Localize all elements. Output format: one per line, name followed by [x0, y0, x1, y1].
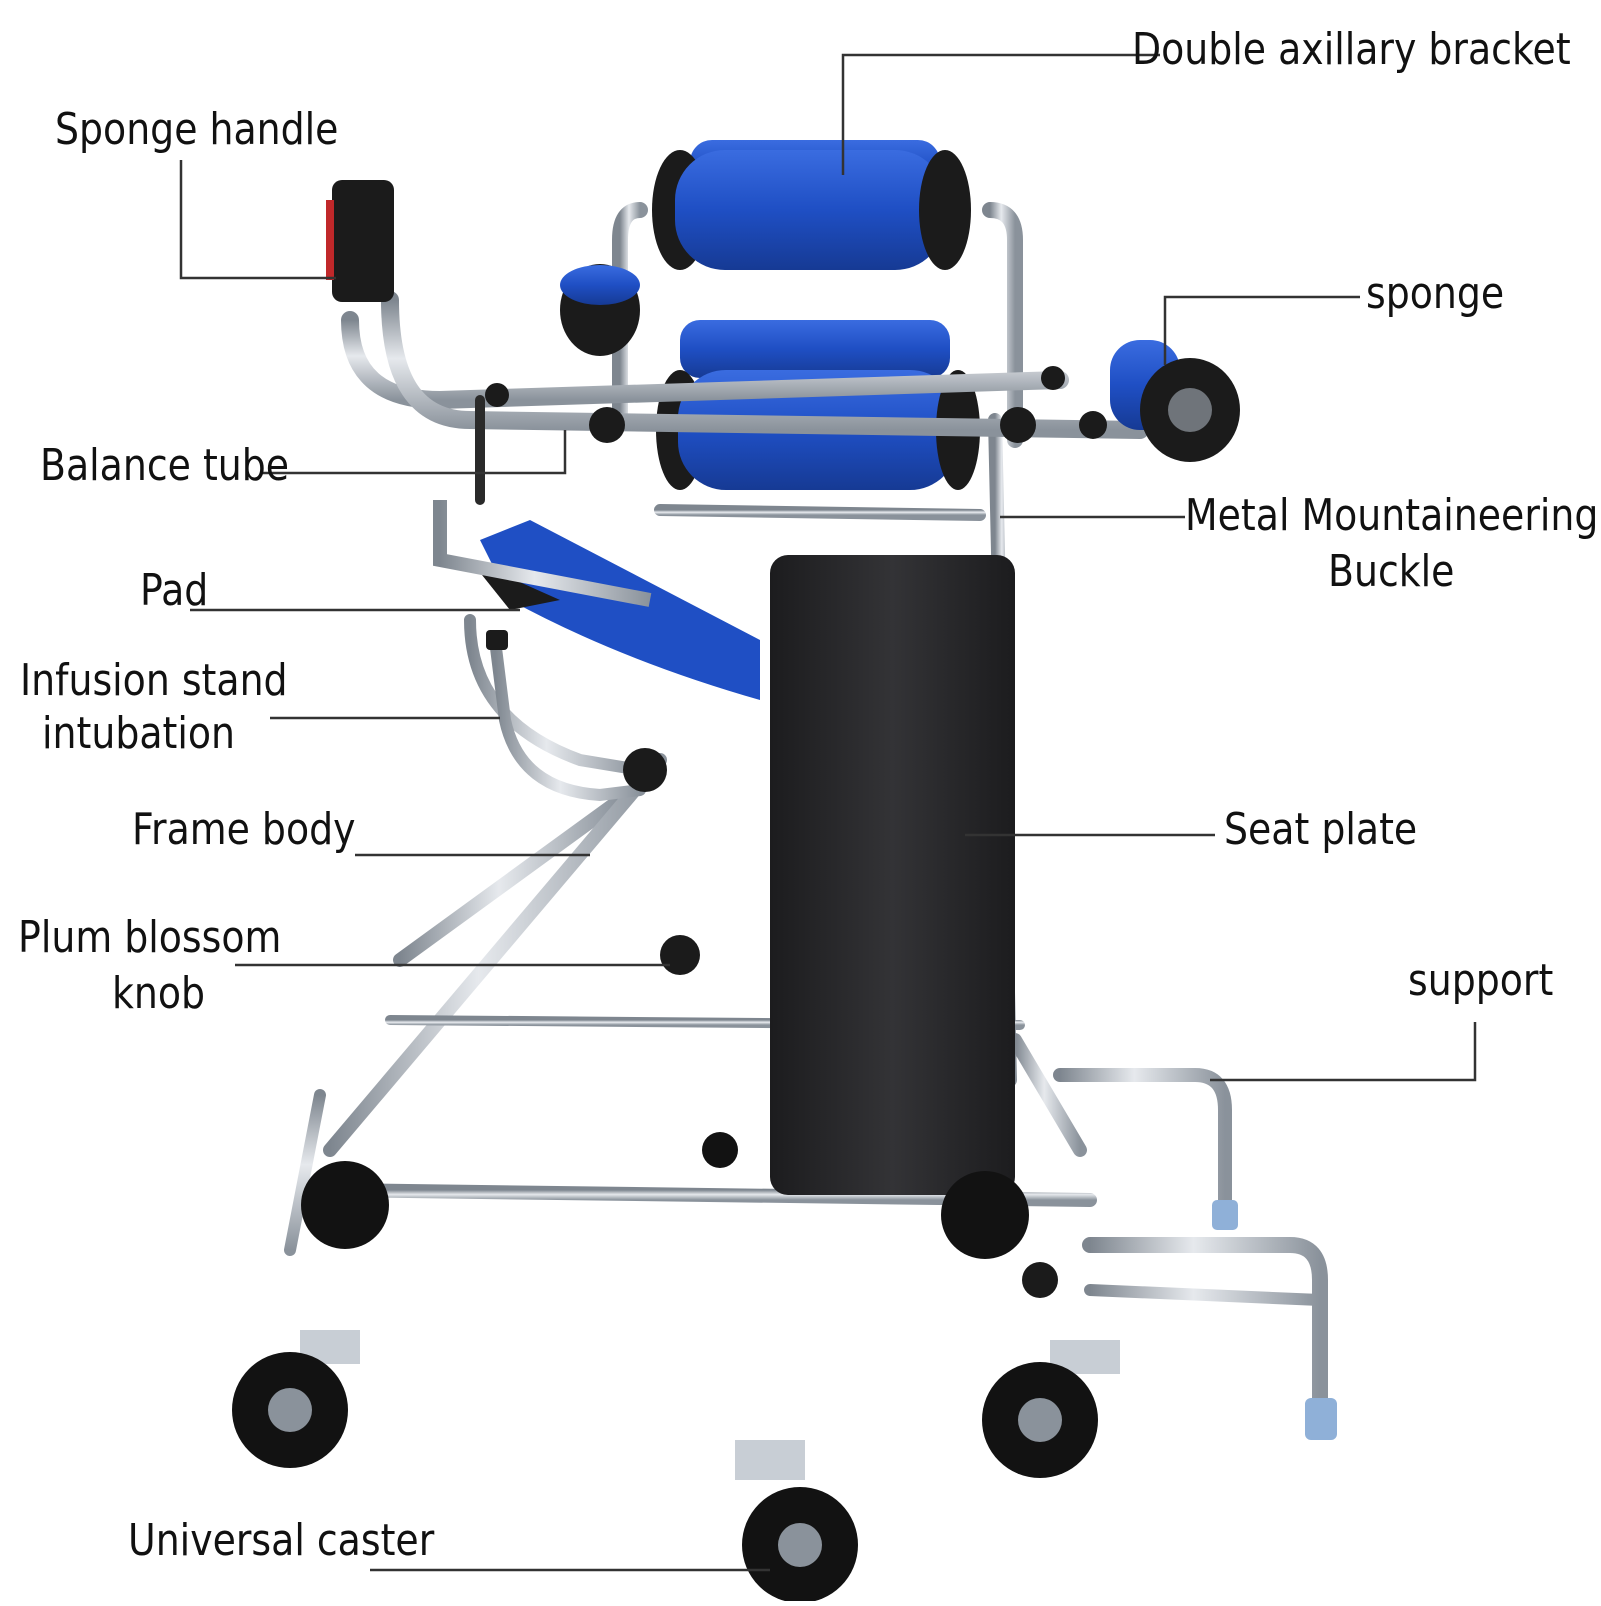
top-knobs: [485, 366, 1107, 443]
infusion-stand-tube: [489, 634, 646, 802]
label-sponge-handle: Sponge handle: [55, 104, 339, 155]
support-frame: [1053, 1068, 1328, 1408]
label-double-axillary-bracket: Double axillary bracket: [1132, 24, 1571, 75]
label-frame-body: Frame body: [132, 804, 356, 855]
label-buckle: Buckle: [1328, 546, 1455, 597]
balance-tubes: [341, 291, 1149, 505]
label-universal-caster: Universal caster: [128, 1515, 435, 1566]
caster-front-center: [735, 1440, 858, 1603]
universal-casters: [232, 1132, 1120, 1603]
leader-sponge-handle: [179, 160, 336, 280]
seat-plate-shape: [770, 555, 1015, 1195]
caster-rear-right: [941, 1171, 1029, 1259]
sponge-handle: [326, 180, 394, 302]
label-sponge: sponge: [1366, 268, 1505, 319]
label-balance-tube: Balance tube: [40, 440, 290, 491]
infusion-tube-cap: [486, 630, 508, 650]
label-metal-mountaineering: Metal Mountaineering: [1185, 490, 1599, 541]
label-intubation: intubation: [42, 708, 236, 759]
label-seat-plate: Seat plate: [1224, 804, 1418, 855]
pad: [433, 500, 760, 700]
label-infusion-stand: Infusion stand: [20, 655, 288, 706]
caster-front-left: [232, 1330, 360, 1468]
leader-double-axillary: [841, 53, 1160, 175]
label-knob: knob: [112, 968, 206, 1019]
leader-lines: [179, 53, 1477, 1572]
right-sponge: [1110, 340, 1240, 462]
label-pad: Pad: [140, 565, 209, 616]
caster-front-right: [982, 1340, 1120, 1478]
leader-balance-tube: [260, 430, 567, 475]
leader-sponge: [1163, 295, 1360, 365]
caster-rear-center: [702, 1132, 738, 1168]
label-plum-blossom: Plum blossom: [18, 912, 282, 963]
leader-support: [1210, 1022, 1477, 1082]
support-tips: [1212, 1200, 1337, 1440]
caster-rear-left: [301, 1161, 389, 1249]
label-support: support: [1408, 955, 1554, 1006]
